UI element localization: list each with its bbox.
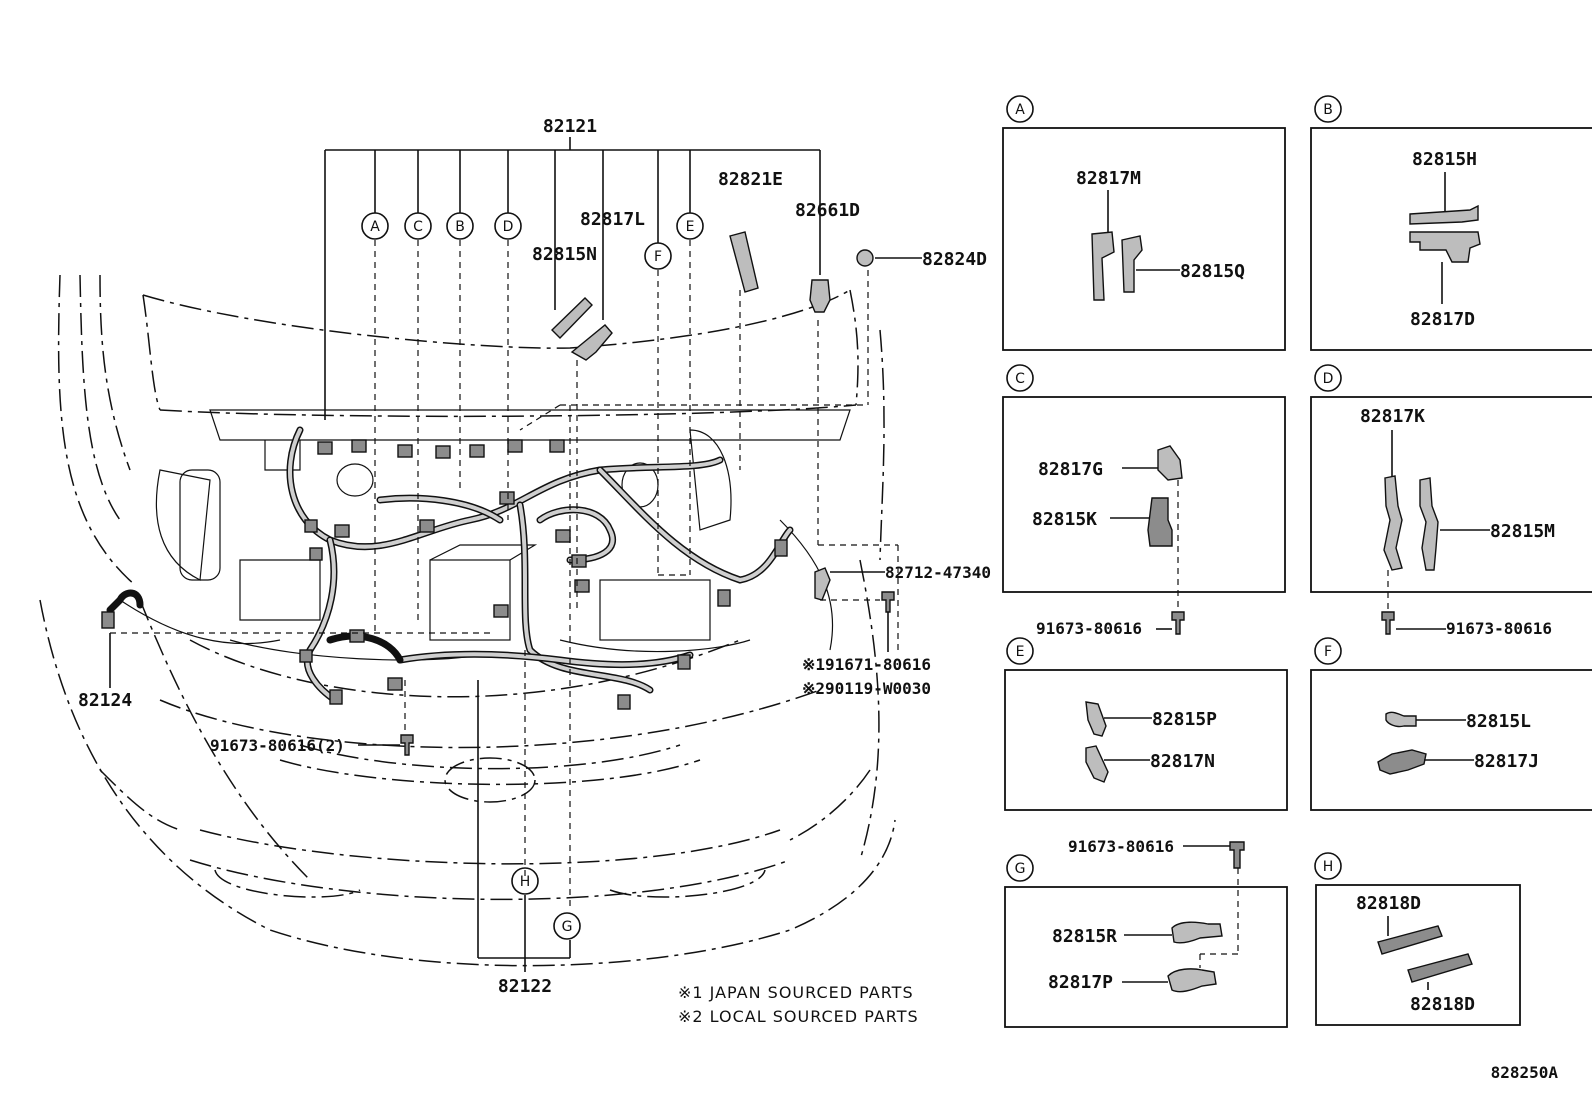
svg-text:B: B [1323,102,1333,118]
svg-text:F: F [1324,644,1332,660]
figure-code: 828250A [1491,1063,1559,1082]
callout-h: H [511,867,539,895]
svg-text:C: C [413,219,423,235]
svg-text:91673-80616: 91673-80616 [1446,619,1552,638]
svg-text:E: E [1016,644,1025,660]
note-japan: ※1 JAPAN SOURCED PARTS [678,983,914,1002]
bracket-82712-shape [814,567,831,601]
svg-text:A: A [1015,102,1025,118]
label-82122: 82122 [498,976,552,997]
detail-box-h: H 82818D 82818D [1314,852,1521,1026]
relay-82661d-shape [809,279,831,313]
svg-text:82817G: 82817G [1038,459,1103,480]
svg-text:H: H [520,874,531,890]
leader-lines-82122 [477,680,571,972]
label-82121: 82121 [543,116,597,137]
svg-text:91673-80616: 91673-80616 [1068,837,1174,856]
svg-text:G: G [562,919,573,935]
svg-text:82817J: 82817J [1474,751,1539,772]
detail-box-b: B 82815H 82817D [1310,95,1592,351]
svg-text:82817M: 82817M [1076,168,1141,189]
svg-text:B: B [455,219,465,235]
callout-b: B [446,212,474,240]
main-labels: 82121 82815N 82817L 82821E 82661D 82824D… [78,116,991,997]
detail-box-f: F 82815L 82817J [1310,637,1592,811]
clip-82824d-shape [856,249,874,267]
svg-text:82817D: 82817D [1410,309,1475,330]
svg-text:82815H: 82815H [1412,149,1477,170]
leader-lines-82121 [110,137,899,910]
main-parts [400,231,895,756]
svg-text:82817N: 82817N [1150,751,1215,772]
label-82712-47340: 82712-47340 [885,563,991,582]
label-82124: 82124 [78,690,132,711]
callout-f: F [644,242,672,270]
svg-text:D: D [1323,371,1334,387]
footnotes: ※1 JAPAN SOURCED PARTS ※2 LOCAL SOURCED … [678,983,919,1026]
main-callouts: A C B D F E H G [361,212,704,940]
svg-text:82818D: 82818D [1356,893,1421,914]
label-82817l: 82817L [580,209,645,230]
svg-text:F: F [654,249,662,265]
detail-box-g: G 91673-80616 82815R 82817P [1004,837,1288,1028]
note-local: ※2 LOCAL SOURCED PARTS [678,1007,919,1026]
svg-text:82817K: 82817K [1360,406,1425,427]
harness-connectors [101,439,788,710]
callout-g: G [553,912,581,940]
bolt-main-2-shape [400,734,414,756]
detail-box-a: A 82817M 82815Q [1002,95,1286,351]
clamp-82815n-shape [551,297,593,339]
svg-text:82815P: 82815P [1152,709,1217,730]
bolt-main-1-shape [881,591,895,613]
vehicle-outline [39,274,896,967]
callout-a: A [361,212,389,240]
callout-c: C [404,212,432,240]
svg-text:82817P: 82817P [1048,972,1113,993]
engine-wire-harness [106,426,794,704]
label-82824d: 82824D [922,249,987,270]
svg-text:82815L: 82815L [1466,711,1531,732]
cover-82821e-shape [729,231,759,293]
callout-e: E [676,212,704,240]
note-bolt-2: ※290119-W0030 [802,679,931,698]
svg-text:H: H [1323,859,1334,875]
svg-text:A: A [370,219,380,235]
svg-text:82818D: 82818D [1410,994,1475,1015]
svg-text:C: C [1015,371,1025,387]
svg-text:82815Q: 82815Q [1180,261,1245,282]
callout-d: D [494,212,522,240]
label-82661d: 82661D [795,200,860,221]
svg-text:91673-80616: 91673-80616 [1036,619,1142,638]
clamp-82817l-shape [570,324,613,361]
svg-text:82815M: 82815M [1490,521,1555,542]
detail-box-c: C 82817G 82815K 91673-80616 [1002,364,1286,638]
svg-text:E: E [686,219,695,235]
label-bolt-qty: 91673-80616(2) [210,736,345,755]
label-82821e: 82821E [718,169,783,190]
note-bolt-1: ※191671-80616 [802,655,931,674]
svg-text:82815R: 82815R [1052,926,1117,947]
svg-text:82815K: 82815K [1032,509,1097,530]
svg-text:G: G [1015,861,1026,877]
detail-box-d: D 82817K 82815M 91673-80616 [1310,364,1592,638]
detail-box-e: E 82815P 82817N [1004,637,1288,811]
svg-text:D: D [503,219,514,235]
label-82815n: 82815N [532,244,597,265]
